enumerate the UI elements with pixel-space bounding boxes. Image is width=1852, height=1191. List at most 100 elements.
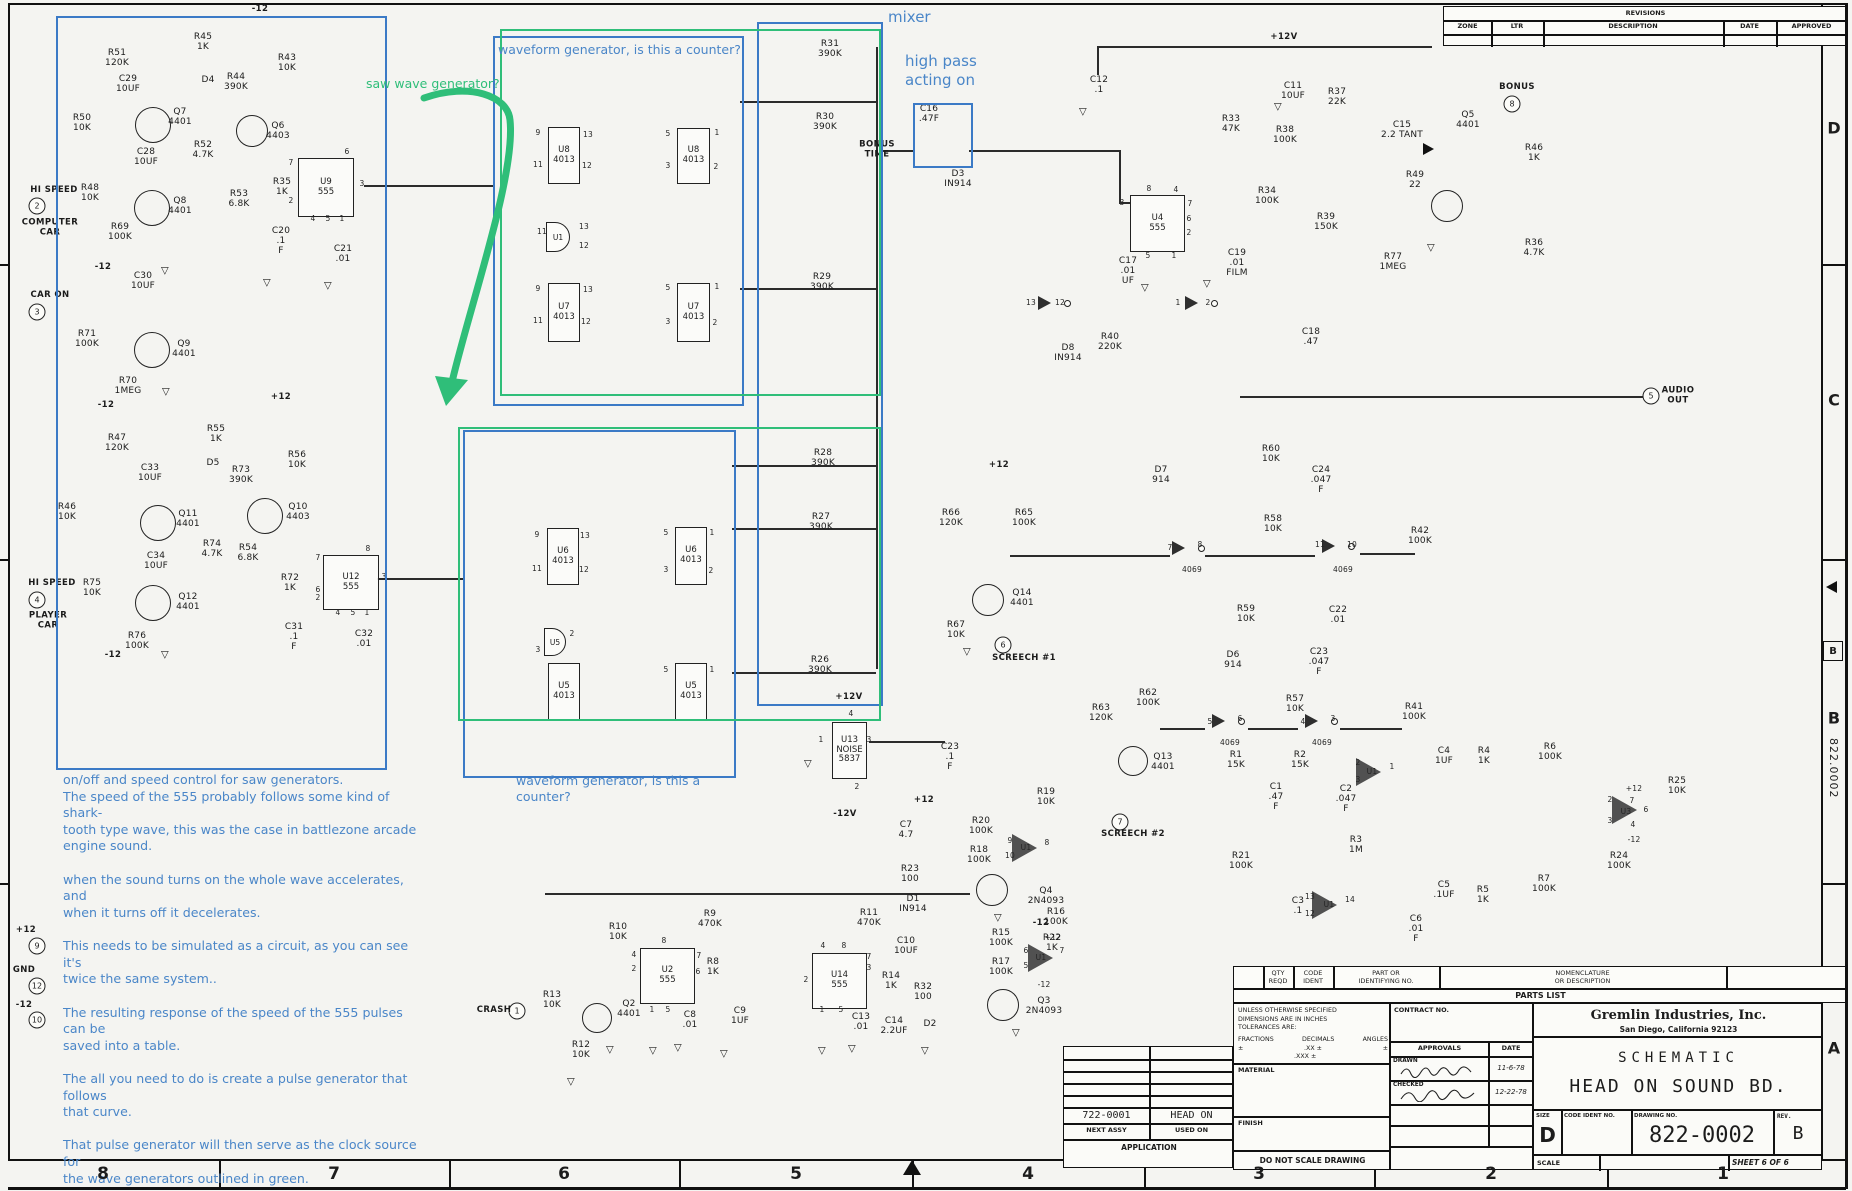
transistor-icon	[135, 107, 171, 143]
ground-icon: ▽	[963, 646, 971, 658]
component-label: R52 4.7K	[192, 139, 214, 160]
wire	[1205, 555, 1315, 557]
component-label: Q12 4401	[176, 591, 200, 612]
component-label: 5	[838, 1004, 844, 1014]
component-label: 4	[1173, 184, 1179, 194]
component-label: R5 1K	[1476, 884, 1490, 905]
component-label: R21 100K	[1229, 850, 1253, 871]
inverter-bubble-icon	[1064, 300, 1071, 307]
drawing-title-block: SCHEMATIC HEAD ON SOUND BD.	[1533, 1037, 1822, 1110]
tol-line2: DIMENSIONS ARE IN INCHES	[1238, 1015, 1328, 1023]
component-label: 11	[1315, 539, 1325, 549]
component-label: R32 100	[913, 981, 933, 1002]
ic-box: U12 555	[323, 555, 379, 610]
ic-box: U5 4013	[675, 663, 707, 720]
ground-icon: ▽	[848, 1043, 856, 1055]
component-label: BONUS	[1499, 82, 1535, 93]
component-label: D1 IN914	[899, 893, 927, 914]
tol-line3: TOLERANCES ARE:	[1238, 1024, 1297, 1031]
component-label: 14	[1345, 894, 1355, 904]
component-label: C2 .047 F	[1335, 783, 1357, 815]
annotation-box-blue	[463, 430, 736, 778]
component-label: U1	[1035, 952, 1047, 962]
zone-number: 6	[558, 1164, 570, 1184]
component-label: D8 IN914	[1054, 342, 1082, 363]
component-label: C23 .1 F	[940, 741, 960, 773]
zone-number: 2	[1485, 1164, 1497, 1184]
transistor-icon	[1431, 190, 1463, 222]
component-label: -12	[1037, 979, 1051, 989]
flow-arrow-icon	[903, 1160, 921, 1175]
component-label: R42 100K	[1408, 525, 1432, 546]
component-label: R57 10K	[1285, 693, 1305, 714]
component-label: R23 100	[900, 863, 920, 884]
component-label: D3 IN914	[944, 168, 972, 189]
frame-top	[8, 3, 1846, 5]
component-label: R46 10K	[57, 501, 77, 522]
inverter-bubble-icon	[1211, 300, 1218, 307]
component-label: AUDIO OUT	[1661, 385, 1695, 405]
zone-number: 5	[790, 1164, 802, 1184]
component-label: C18 .47	[1301, 326, 1321, 347]
tolerance-block: UNLESS OTHERWISE SPECIFIED DIMENSIONS AR…	[1233, 1003, 1391, 1170]
component-label: 2	[288, 195, 294, 205]
ground-icon: ▽	[324, 280, 332, 292]
tol-decimals: DECIMALS	[1301, 1036, 1335, 1043]
component-label: U1	[1020, 842, 1032, 852]
transistor-icon	[134, 332, 170, 368]
component-label: +12V	[1270, 32, 1298, 43]
inverter-icon	[1305, 714, 1338, 728]
component-label: 5	[325, 213, 331, 223]
terminal-circle: 1	[508, 1002, 526, 1020]
component-label: R50 10K	[72, 112, 92, 133]
component-label: R75 10K	[82, 577, 102, 598]
component-label: R11 470K	[857, 907, 881, 928]
component-label: 3	[381, 571, 387, 581]
size-label: SIZE	[1536, 1113, 1550, 1119]
component-label: 12	[1055, 297, 1065, 307]
component-label: HI SPEED	[30, 185, 78, 196]
component-label: Q4 2N4093	[1027, 885, 1065, 906]
inverter-bubble-icon	[1331, 718, 1338, 725]
component-label: C12 .1	[1089, 74, 1109, 95]
component-label: 8	[841, 940, 847, 950]
component-label: R6 100K	[1538, 741, 1562, 762]
component-label: 3	[866, 962, 872, 972]
component-label: 3	[663, 564, 669, 574]
frame-bottom-inner	[8, 1159, 1846, 1161]
component-label: R70 1MEG	[114, 375, 142, 396]
component-label: HI SPEED	[28, 578, 76, 589]
annotation-box-green	[458, 427, 881, 721]
component-label: 1	[649, 1004, 655, 1014]
ic-box: U5 4013	[548, 663, 580, 720]
component-label: +12	[988, 460, 1010, 471]
wire	[1119, 202, 1131, 204]
opamp-icon	[1612, 796, 1637, 824]
tol-angles: ANGLES	[1362, 1036, 1388, 1043]
wire	[1340, 728, 1402, 730]
component-label: 2	[712, 317, 718, 327]
component-label: R54 6.8K	[237, 542, 259, 563]
transistor-icon	[247, 498, 283, 534]
component-label: 8	[1044, 837, 1050, 847]
component-label: 12	[1305, 908, 1315, 918]
inverter-icon	[1172, 541, 1205, 555]
component-label: R4 1K	[1477, 745, 1491, 766]
ground-icon: ▽	[263, 277, 271, 289]
component-label: 4	[820, 940, 826, 950]
terminal-circle: 6	[994, 636, 1012, 654]
component-label: 2	[708, 565, 714, 575]
component-label: +12V	[835, 692, 863, 703]
zone-tick	[1822, 264, 1846, 266]
component-label: 1	[339, 213, 345, 223]
component-label: R47 120K	[105, 432, 129, 453]
used-on-label: USED ON	[1174, 1126, 1209, 1135]
inverter-icon	[1322, 539, 1355, 553]
component-label: R76 100K	[125, 630, 149, 651]
component-label: Q14 4401	[1010, 587, 1034, 608]
component-label: C10 10UF	[893, 935, 919, 956]
component-label: Q9 4401	[172, 338, 196, 359]
component-label: GND	[12, 965, 36, 976]
component-label: R49 22	[1405, 169, 1425, 190]
component-label: R53 6.8K	[228, 188, 250, 209]
